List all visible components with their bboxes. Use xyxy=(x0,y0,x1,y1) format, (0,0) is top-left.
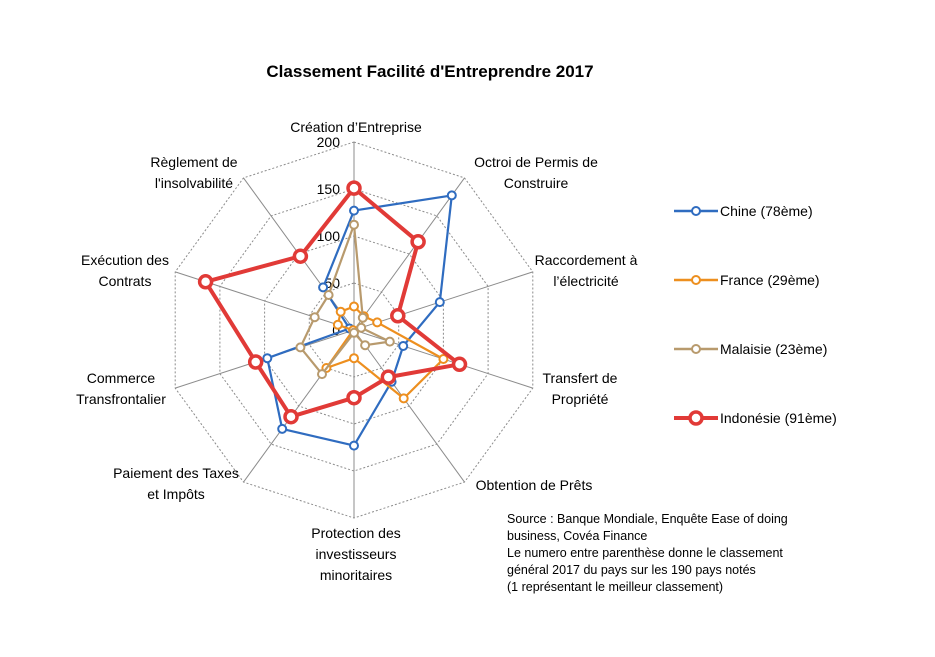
source-line: business, Covéa Finance xyxy=(507,529,648,543)
data-point xyxy=(292,248,309,264)
data-point xyxy=(332,319,343,330)
legend-item: Indonésie (91ème) xyxy=(674,410,837,426)
source-note: Source : Banque Mondiale, Enquête Ease o… xyxy=(507,511,827,596)
axis-label-line: l’électricité xyxy=(553,273,619,289)
axis-label: Obtention de Prêts xyxy=(476,477,593,493)
data-point xyxy=(357,312,368,323)
axis-label-line: Exécution des xyxy=(81,252,169,268)
data-point xyxy=(410,234,426,250)
data-point xyxy=(390,308,406,324)
axis-label-line: Construire xyxy=(504,175,569,191)
axis-label-line: Commerce xyxy=(87,370,156,386)
data-point xyxy=(398,393,409,404)
data-point xyxy=(372,317,383,328)
grid-spoke xyxy=(353,177,465,331)
data-point xyxy=(349,301,359,312)
tick-label: 0 xyxy=(332,322,340,338)
axis-label-line: Propriété xyxy=(552,391,609,407)
legend-item: Malaisie (23ème) xyxy=(674,341,827,357)
axis-label-line: Obtention de Prêts xyxy=(476,477,593,493)
series xyxy=(295,219,395,380)
axis-label-line: Raccordement à xyxy=(535,252,638,268)
axis-label-line: minoritaires xyxy=(320,567,392,583)
axis-label-line: Transfert de xyxy=(543,370,618,386)
grid-ring xyxy=(264,235,444,425)
grid-spoke xyxy=(353,329,465,483)
axis-label-line: Protection des xyxy=(311,525,401,541)
axis-label-line: Règlement de xyxy=(150,154,237,170)
legend-marker xyxy=(688,410,704,426)
data-point xyxy=(283,408,299,425)
axis-label-line: Contrats xyxy=(99,273,152,289)
source-line: général 2017 du pays sur les 190 pays no… xyxy=(507,563,756,577)
data-point xyxy=(349,205,359,216)
data-point xyxy=(262,353,273,364)
axis-label-line: l'insolvabilité xyxy=(155,175,233,191)
data-point xyxy=(349,219,359,230)
data-point xyxy=(317,369,327,380)
data-point xyxy=(349,327,359,338)
data-point xyxy=(323,290,334,300)
legend-label: Chine (78ème) xyxy=(720,203,813,219)
data-point xyxy=(346,389,362,406)
data-point xyxy=(197,274,214,290)
tick-label: 100 xyxy=(317,228,341,244)
legend-label: Malaisie (23ème) xyxy=(720,341,827,357)
legend-marker xyxy=(691,344,701,354)
axis-label-line: Paiement des Taxes xyxy=(113,465,239,481)
axis-label: Transfert de Propriété xyxy=(543,370,618,407)
data-point xyxy=(335,306,346,317)
data-point xyxy=(318,282,329,293)
data-point xyxy=(434,297,445,308)
data-point xyxy=(451,356,468,373)
legend-item: Chine (78ème) xyxy=(674,203,813,219)
legend-marker xyxy=(691,206,701,216)
axis-label-line: Création d’Entreprise xyxy=(290,119,422,135)
axis-label: Paiement des Taxes et Impôts xyxy=(113,465,239,502)
data-point xyxy=(360,340,371,351)
legend-item: France (29ème) xyxy=(674,272,820,288)
grid-ring xyxy=(219,188,489,472)
axis-label-line: Transfrontalier xyxy=(76,391,166,407)
axis-label: Raccordement à l’électricité xyxy=(535,252,638,289)
data-point xyxy=(446,190,457,201)
axis-label-line: investisseurs xyxy=(316,546,397,562)
axis-label-line: et Impôts xyxy=(147,486,205,502)
data-point xyxy=(349,353,359,364)
chart-title: Classement Facilité d'Entreprendre 2017 xyxy=(266,62,593,81)
legend: Chine (78ème) France (29ème) Malaisie (23è… xyxy=(674,203,837,426)
axis-label: Octroi de Permis de Construire xyxy=(474,154,598,191)
legend-marker xyxy=(691,275,701,285)
axis-label: Protection des investisseurs minoritaires xyxy=(311,525,401,583)
legend-label: France (29ème) xyxy=(720,272,820,288)
data-point xyxy=(356,322,367,333)
source-line: Le numero entre parenthèse donne le clas… xyxy=(507,546,783,560)
source-line: (1 représentant le meilleur classement) xyxy=(507,580,724,594)
data-point xyxy=(346,180,362,196)
axis-label: Règlement de l'insolvabilité xyxy=(150,154,237,191)
legend-label: Indonésie (91ème) xyxy=(720,410,837,426)
data-point xyxy=(384,336,395,347)
data-point xyxy=(277,423,288,434)
axis-label-line: Octroi de Permis de xyxy=(474,154,598,170)
data-point xyxy=(398,341,409,351)
data-point xyxy=(247,354,264,370)
data-point xyxy=(309,312,320,323)
tick-label: 200 xyxy=(317,134,341,150)
axis-label: Création d’Entreprise xyxy=(290,119,422,135)
data-point xyxy=(438,354,449,364)
tick-label: 150 xyxy=(317,181,341,197)
data-point xyxy=(349,440,359,451)
source-line: Source : Banque Mondiale, Enquête Ease o… xyxy=(507,512,788,526)
data-point xyxy=(380,369,397,385)
series-group xyxy=(197,180,468,451)
series xyxy=(197,180,468,425)
data-point xyxy=(295,342,306,353)
